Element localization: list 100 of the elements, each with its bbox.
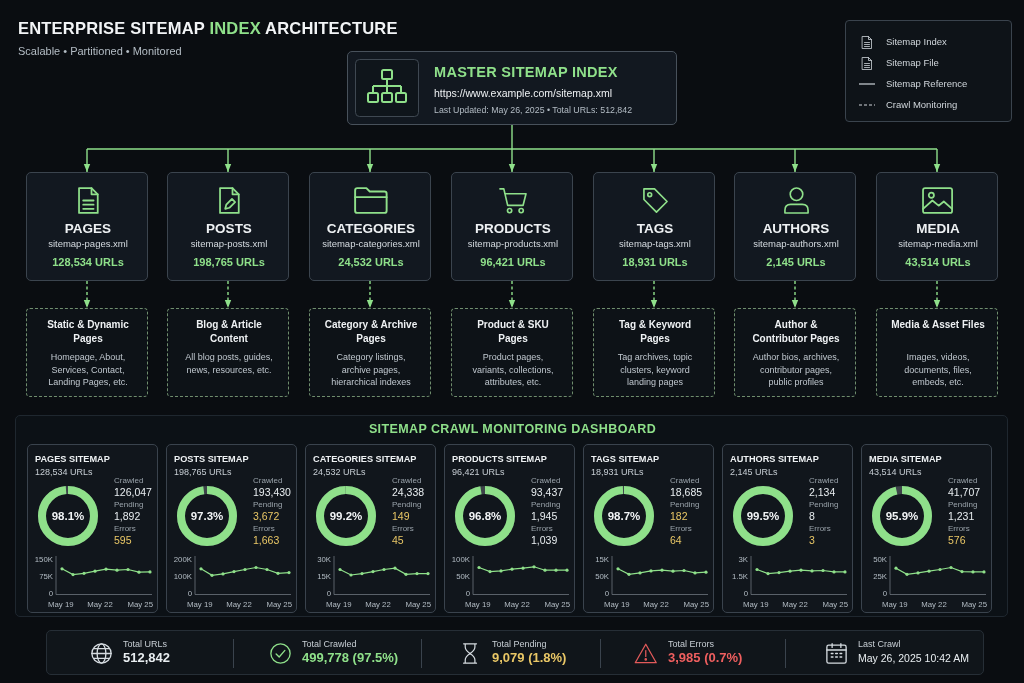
stat-value: 24,338 <box>392 486 425 498</box>
stat-value: 1,231 <box>948 510 975 522</box>
url-count: 2,145 URLs <box>766 256 826 269</box>
url-count: 43,514 URLs <box>869 467 922 478</box>
card-title: PAGES SITEMAP <box>35 453 110 465</box>
dashed-arrow <box>933 280 941 309</box>
sitemap-name: POSTS <box>206 221 252 237</box>
monitor-card <box>722 444 853 613</box>
stat-value: 1,663 <box>253 534 280 546</box>
stat-value: 126,047 <box>114 486 152 498</box>
description-box <box>167 308 289 397</box>
stat-label: Crawled <box>531 476 561 486</box>
stat-label: Pending <box>392 500 422 510</box>
arrow <box>791 148 799 173</box>
stat-value: 3 <box>809 534 815 546</box>
description-text: Category listings, archive pages, hierarchical indexes <box>330 351 412 389</box>
description-text: Tag archives, topic clusters, keyword landing pages <box>616 351 694 389</box>
stat-label: Total URLs <box>123 639 167 650</box>
stat-label: Crawled <box>670 476 700 486</box>
page-title: ENTERPRISE SITEMAP INDEX ARCHITECTURE <box>18 18 398 38</box>
legend-label: Sitemap File <box>886 57 939 69</box>
connector-line <box>86 124 938 150</box>
index-box <box>347 51 677 125</box>
stat-value: 3,672 <box>253 510 280 522</box>
url-count: 18,931 URLs <box>622 256 688 269</box>
stat-label: Pending <box>253 500 283 510</box>
stat-value: 595 <box>114 534 132 546</box>
file-name: sitemap-products.xml <box>467 238 559 250</box>
file-name: sitemap-categories.xml <box>322 238 420 250</box>
arrow <box>650 148 658 173</box>
stat-value: 576 <box>948 534 966 546</box>
monitor-card <box>27 444 158 613</box>
stat-label: Errors <box>392 524 414 534</box>
description-box <box>451 308 573 397</box>
description-box <box>876 308 998 397</box>
arrow <box>224 148 232 173</box>
url-count: 198,765 URLs <box>193 256 265 269</box>
sitemap-name: CATEGORIES <box>326 221 416 237</box>
file-name: sitemap-posts.xml <box>190 238 268 250</box>
card-title: AUTHORS SITEMAP <box>730 453 819 465</box>
monitor-card <box>166 444 297 613</box>
url-count: 96,421 URLs <box>480 256 546 269</box>
description-box <box>309 308 431 397</box>
stat-value: 93,437 <box>531 486 564 498</box>
legend-label: Sitemap Index <box>886 36 947 48</box>
stat-label: Pending <box>531 500 561 510</box>
legend-label: Crawl Monitoring <box>886 99 958 111</box>
dashed-arrow <box>83 280 91 309</box>
dashboard-panel <box>15 415 1008 617</box>
description-box <box>593 308 715 397</box>
sitemap-card <box>593 172 715 281</box>
file-name: sitemap-tags.xml <box>619 238 691 250</box>
description-text: All blog posts, guides, news, resources, etc. <box>184 351 274 376</box>
stat-value: 1,039 <box>531 534 558 546</box>
stat-value: May 26, 2025 10:42 AM <box>858 652 969 665</box>
stat-value: 9,079 (1.8%) <box>492 650 567 666</box>
card-title: CATEGORIES SITEMAP <box>313 453 417 465</box>
url-count: 128,534 URLs <box>35 467 93 478</box>
stat-value: 3,985 (0.7%) <box>668 650 743 666</box>
sitemap-name: AUTHORS <box>762 221 830 237</box>
meta-text: Last Updated: May 26, 2025 • Total URLs: 512,842 <box>434 105 633 116</box>
stat-label: Errors <box>114 524 136 534</box>
percentage-value: 95.9% <box>885 509 919 523</box>
description-title: Author & Contributor Pages <box>751 318 841 346</box>
stat-value: 8 <box>809 510 815 522</box>
stat-value: 1,945 <box>531 510 558 522</box>
stat-label: Last Crawl <box>858 639 901 650</box>
stat-value: 512,842 <box>123 650 170 666</box>
description-title: Blog & Article Content <box>195 318 263 346</box>
sitemap-name: PRODUCTS <box>475 221 551 237</box>
sitemap-card <box>876 172 998 281</box>
stat-value: 41,707 <box>948 486 981 498</box>
file-name: sitemap-authors.xml <box>753 238 839 250</box>
description-title: Product & SKU Pages <box>476 318 550 346</box>
percentage-value: 99.2% <box>329 509 363 523</box>
sitemap-card <box>451 172 573 281</box>
url-count: 198,765 URLs <box>174 467 232 478</box>
stat-label: Errors <box>948 524 970 534</box>
sitemap-card <box>309 172 431 281</box>
stat-label: Pending <box>670 500 700 510</box>
stat-value: 1,892 <box>114 510 141 522</box>
percentage-value: 96.8% <box>468 509 502 523</box>
stat-label: Crawled <box>253 476 283 486</box>
percentage-value: 98.1% <box>51 509 85 523</box>
stat-value: 45 <box>392 534 404 546</box>
sitemap-card <box>167 172 289 281</box>
stat-value: 64 <box>670 534 682 546</box>
description-text: Images, videos, documents, files, embeds, etc. <box>903 351 973 389</box>
card-title: POSTS SITEMAP <box>174 453 249 465</box>
dashed-arrow <box>791 280 799 309</box>
arrow <box>83 148 91 173</box>
url-count: 24,532 URLs <box>313 467 366 478</box>
stat-label: Crawled <box>114 476 144 486</box>
monitor-card <box>861 444 992 613</box>
description-title: Media & Asset Files <box>891 318 985 332</box>
stat-label: Crawled <box>948 476 978 486</box>
index-title: MASTER SITEMAP INDEX <box>434 64 618 81</box>
url-count: 2,145 URLs <box>730 467 778 478</box>
file-name: sitemap-media.xml <box>898 238 978 250</box>
sitemap-name: TAGS <box>636 221 674 237</box>
